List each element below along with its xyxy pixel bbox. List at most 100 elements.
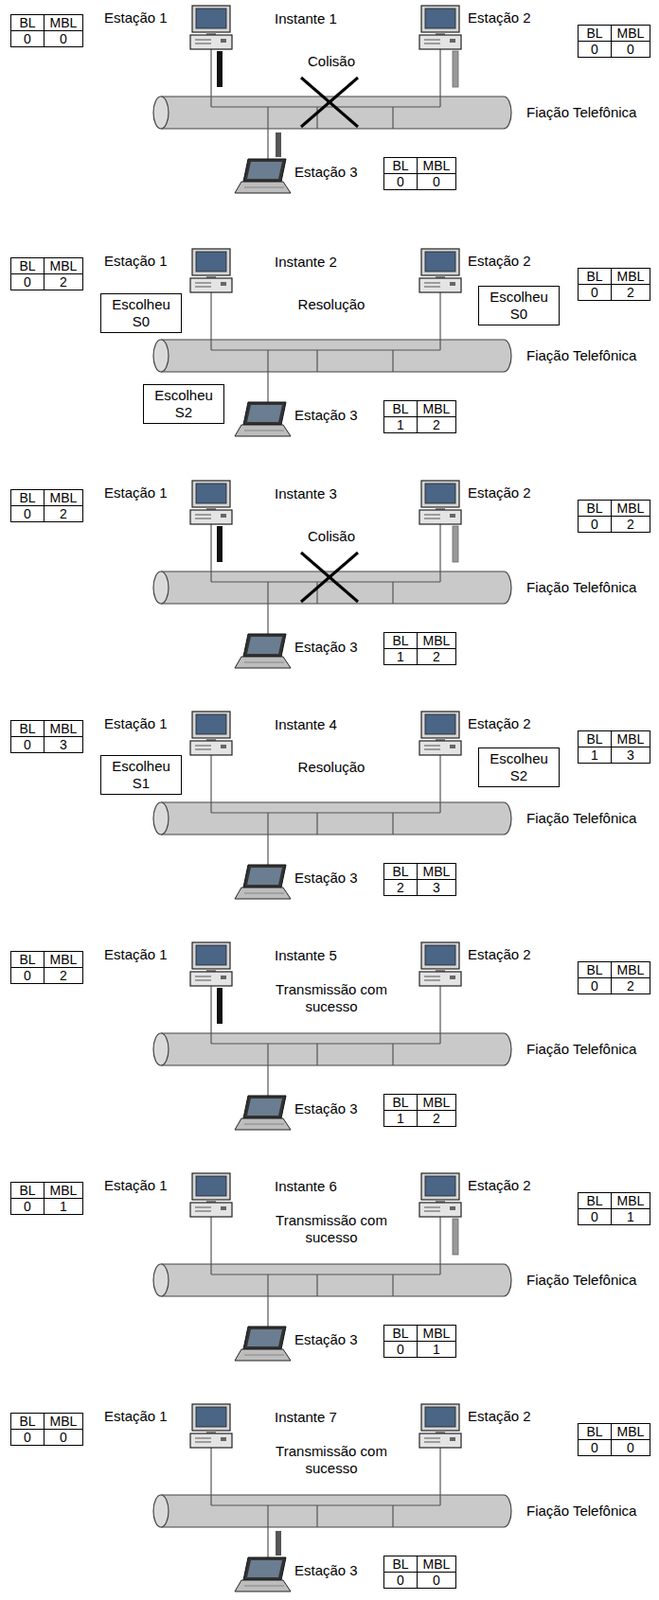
panel-art <box>153 1174 512 1362</box>
wire <box>210 524 212 583</box>
table-cell: BL <box>577 1424 612 1442</box>
cable-end <box>153 802 169 836</box>
table-cell: 2 <box>416 648 457 666</box>
drive-slot <box>195 43 212 45</box>
table-cell: BL <box>577 267 612 285</box>
packet-bar <box>216 526 223 563</box>
wire <box>439 49 441 107</box>
table-cell: BL <box>383 1556 418 1574</box>
cable-body <box>160 1496 504 1529</box>
table-cell: BL <box>383 863 418 881</box>
wire <box>211 1505 441 1507</box>
cable-label: Fiação Telefônica <box>526 347 637 365</box>
station-name: Estação 2 <box>467 946 532 964</box>
collision-mark <box>301 77 358 127</box>
choice-box: Escolheu S1 <box>100 755 182 796</box>
wire <box>210 986 212 1045</box>
table-cell: 2 <box>43 967 84 985</box>
monitor-screen <box>195 714 227 735</box>
drive-slot <box>424 1439 441 1441</box>
packet-bar <box>452 526 459 563</box>
cable-body <box>160 1264 504 1298</box>
computer-icon <box>190 943 232 987</box>
monitor-screen <box>195 945 227 966</box>
table-cell: 0 <box>43 30 84 48</box>
computer-case <box>190 972 232 987</box>
cable-end <box>503 802 512 836</box>
station-name: Estação 2 <box>467 1177 532 1195</box>
table-cell: MBL <box>43 951 84 969</box>
wire <box>391 1506 393 1529</box>
computer-icon <box>419 5 462 50</box>
collision-mark <box>301 552 358 603</box>
table-cell: MBL <box>610 267 651 285</box>
computer-icon <box>190 712 232 756</box>
drive-slot <box>195 1208 212 1210</box>
cable-end <box>153 339 169 373</box>
packet-bar <box>275 1531 282 1557</box>
wire <box>439 292 441 351</box>
table-cell: MBL <box>610 24 651 42</box>
laptop-icon <box>234 159 291 194</box>
cable-end <box>153 96 169 129</box>
table-cell: 1 <box>43 1198 84 1216</box>
table-cell: BL <box>10 951 45 969</box>
instant-title: Instante 6 <box>274 1178 338 1196</box>
laptop-screen <box>243 1558 286 1582</box>
laptop-icon <box>234 634 291 669</box>
status-text: Resolução <box>274 296 389 314</box>
table-cell: MBL <box>416 157 457 175</box>
table-cell: MBL <box>416 863 457 881</box>
drive-slot <box>424 1442 441 1444</box>
table-cell: MBL <box>610 730 651 749</box>
drive-slot <box>195 39 212 41</box>
wire <box>267 1275 268 1328</box>
laptop-keyboard <box>234 1581 291 1593</box>
laptop-icon <box>234 865 291 900</box>
power-button <box>220 38 227 43</box>
panel-art <box>153 712 512 900</box>
table-cell: BL <box>383 632 418 650</box>
cable-end <box>153 571 169 605</box>
table-cell: BL <box>10 1182 45 1200</box>
drive-slot <box>195 518 212 520</box>
table-cell: MBL <box>43 257 84 275</box>
cable-end <box>153 1033 169 1067</box>
choice-text: Escolheu S2 <box>147 387 220 422</box>
cable-edge <box>160 801 504 803</box>
drive-slot <box>424 283 441 285</box>
drive-slot <box>424 39 441 41</box>
wire <box>391 350 393 373</box>
table-cell: 0 <box>577 1440 612 1458</box>
table-cell: BL <box>577 730 612 749</box>
table-cell: MBL <box>416 1556 457 1574</box>
laptop-display <box>247 405 283 423</box>
monitor-frame <box>421 943 460 970</box>
laptop-keys <box>244 1124 285 1126</box>
power-button <box>449 1438 456 1443</box>
table-cell: 2 <box>416 416 457 434</box>
choice-box: Escolheu S2 <box>478 748 560 788</box>
table-cell: BL <box>383 1325 418 1343</box>
table-cell: 0 <box>10 1429 45 1447</box>
table-cell: 0 <box>577 284 612 302</box>
panel-art <box>153 1405 512 1593</box>
monitor-frame <box>421 480 460 508</box>
cable-edge <box>160 570 504 572</box>
monitor-frame <box>421 1405 460 1432</box>
monitor-frame <box>192 943 231 970</box>
computer-icon <box>419 712 462 756</box>
choice-text: Escolheu S0 <box>482 288 555 323</box>
table-cell: BL <box>10 257 45 275</box>
wire <box>316 813 318 836</box>
status-text: Colisão <box>274 53 389 71</box>
cable-body <box>160 802 504 836</box>
laptop-keyboard <box>234 181 291 194</box>
monitor-screen <box>425 945 456 966</box>
computer-case <box>419 35 462 50</box>
wire <box>316 350 318 373</box>
table-cell: 1 <box>610 1209 651 1227</box>
choice-box: Escolheu S0 <box>100 293 182 334</box>
table-cell: 2 <box>610 284 651 302</box>
